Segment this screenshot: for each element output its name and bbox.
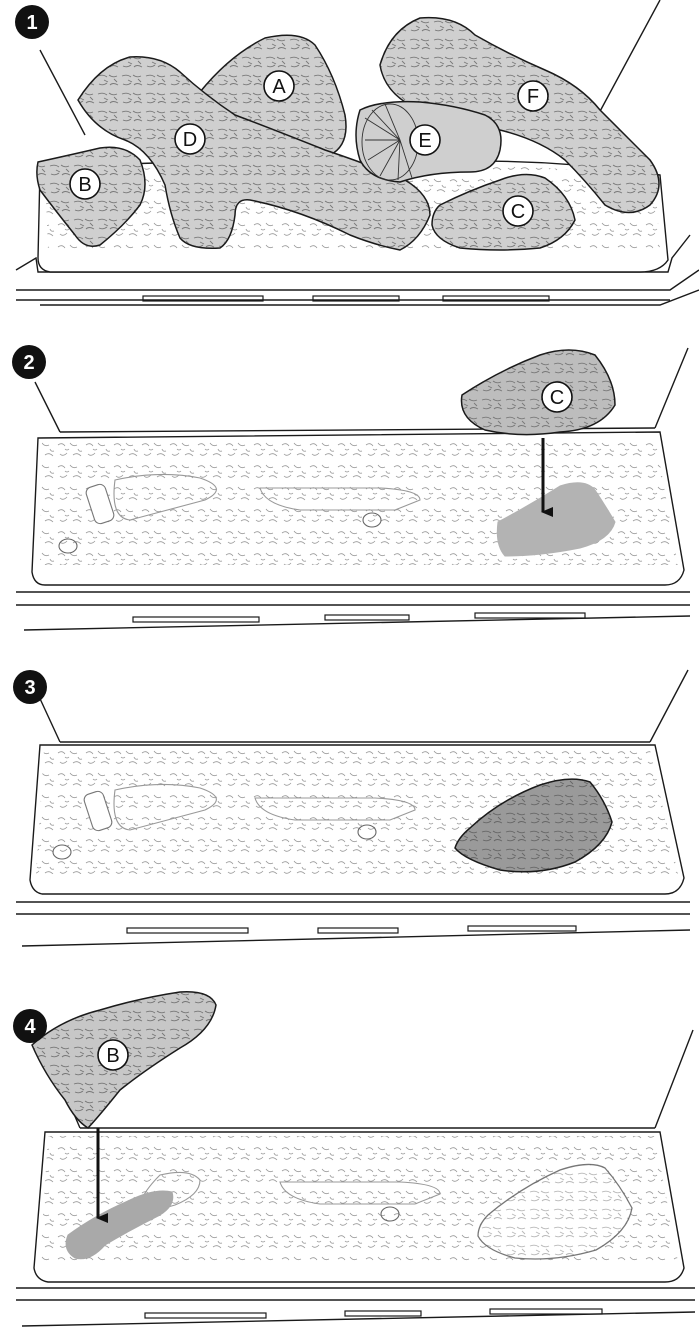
svg-text:C: C <box>511 201 525 223</box>
svg-text:F: F <box>527 86 539 108</box>
svg-text:2: 2 <box>23 352 34 374</box>
svg-text:3: 3 <box>24 677 35 699</box>
panel-step-1: 1 A B C D E F <box>15 0 699 305</box>
svg-text:D: D <box>183 129 197 151</box>
step-4-badge: 4 <box>13 1009 47 1043</box>
step-1-badge: 1 <box>15 5 49 39</box>
vent-slots <box>145 1309 602 1318</box>
panel-step-3: 3 <box>13 670 690 946</box>
vent-slots <box>133 613 585 622</box>
label-e: E <box>410 125 440 155</box>
svg-text:E: E <box>418 130 431 152</box>
label-a: A <box>264 71 294 101</box>
label-b: B <box>98 1040 128 1070</box>
log-c <box>461 350 615 435</box>
step-2-badge: 2 <box>12 345 46 379</box>
svg-text:1: 1 <box>26 12 37 34</box>
svg-text:B: B <box>106 1045 119 1067</box>
label-c: C <box>542 382 572 412</box>
svg-text:4: 4 <box>24 1016 36 1038</box>
step-3-badge: 3 <box>13 670 47 704</box>
label-f: F <box>518 81 548 111</box>
label-d: D <box>175 124 205 154</box>
svg-text:A: A <box>272 76 286 98</box>
vent-slots <box>127 926 576 933</box>
label-b: B <box>70 169 100 199</box>
svg-text:B: B <box>78 174 91 196</box>
panel-step-2: 2 C <box>12 345 690 630</box>
panel-step-4: 4 B <box>13 992 695 1326</box>
svg-text:C: C <box>550 387 564 409</box>
label-c: C <box>503 196 533 226</box>
